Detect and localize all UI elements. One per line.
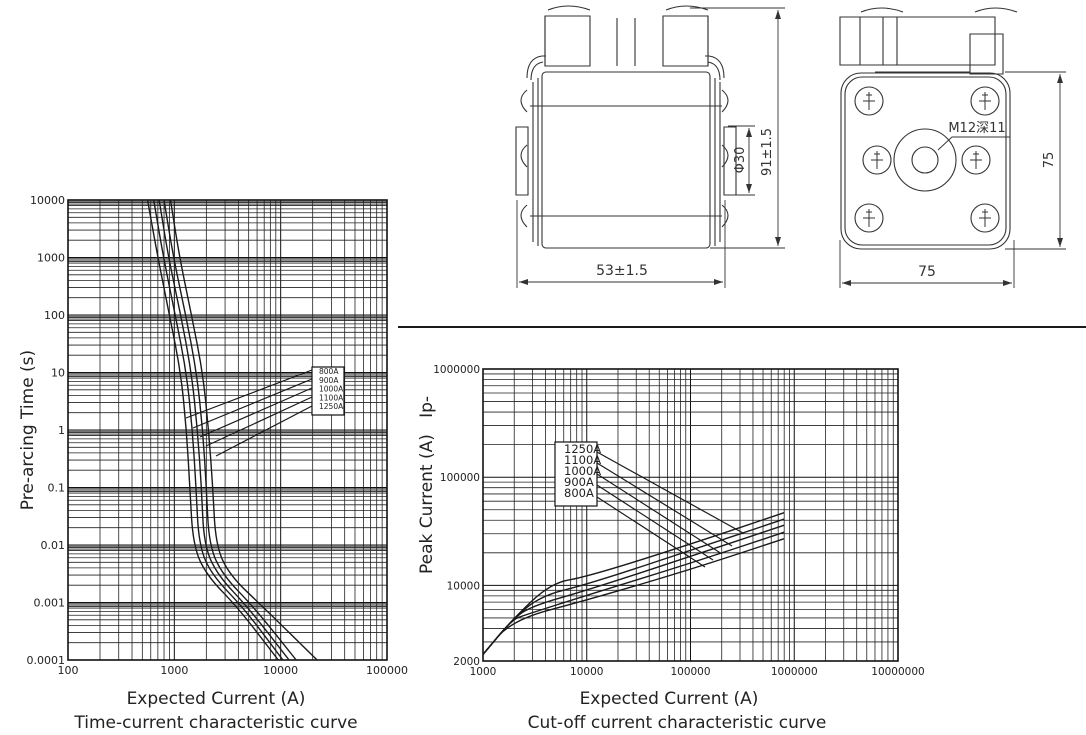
front-width-dimension: 75 — [918, 264, 936, 280]
side-view-drawing — [515, 5, 785, 288]
plot-frame — [482, 368, 899, 662]
legend-box — [311, 366, 345, 416]
x-tick-label: 10000000 — [871, 666, 924, 678]
y-tick-label: 1000000 — [433, 364, 480, 376]
y-tick-label: 100000 — [440, 472, 480, 484]
front-view-drawing — [839, 7, 1066, 288]
legend-leader-800A — [596, 496, 706, 568]
y-tick-label: 0.01 — [41, 539, 66, 552]
x-tick-label: 1000000 — [771, 666, 818, 678]
time-current-series — [146, 199, 318, 661]
cutoff-current-xlabel: Expected Current (A) — [580, 689, 759, 709]
y-tick-label: 10000 — [30, 194, 65, 207]
legend-leader-1250A — [596, 451, 744, 534]
legend-leader-800A — [185, 369, 313, 419]
legend-entry-1000A: 1000A — [564, 464, 601, 478]
time-current-grid — [67, 199, 388, 661]
x-tick-label: 100 — [58, 664, 79, 677]
thread-label: M12深11 — [948, 121, 1005, 136]
series-line-1250A — [482, 512, 785, 655]
time-current-title: Time-current characteristic curve — [73, 713, 357, 733]
plot-frame — [67, 199, 388, 661]
series-line-1000A — [482, 524, 785, 655]
x-tick-label: 100000 — [670, 666, 710, 678]
front-height-dimension: 75 — [1042, 152, 1057, 169]
y-tick-label: 0.0001 — [27, 654, 66, 667]
x-tick-label: 10000 — [570, 666, 603, 678]
series-line-800A — [482, 538, 785, 655]
series-line-1000A — [158, 199, 290, 661]
time-current-ylabel: Pre-arcing Time (s) — [18, 350, 38, 510]
legend-leader-1000A — [596, 473, 723, 555]
y-tick-label: 1 — [58, 424, 65, 437]
legend-leader-1250A — [215, 405, 313, 457]
x-tick-label: 100000 — [366, 664, 408, 677]
legend-entry-1100A: 1100A — [564, 453, 601, 467]
legend-leader-900A — [596, 484, 714, 561]
legend-leader-1100A — [205, 396, 313, 447]
time-current-xlabel: Expected Current (A) — [127, 689, 306, 709]
legend-entry-1100A: 1100A — [319, 393, 344, 402]
y-tick-label: 0.1 — [48, 482, 66, 495]
side-width-dimension: 53±1.5 — [596, 263, 648, 279]
x-tick-label: 1000 — [470, 666, 497, 678]
cutoff-current-grid — [482, 368, 899, 662]
legend-entry-1000A: 1000A — [319, 385, 344, 394]
legend-entry-1250A: 1250A — [319, 402, 344, 411]
y-tick-label: 2000 — [453, 656, 480, 668]
legend-entry-800A: 800A — [564, 486, 594, 500]
series-line-800A — [146, 199, 279, 661]
legend-leader-1100A — [596, 462, 733, 547]
legend-leader-900A — [192, 378, 313, 429]
legend-leader-1000A — [199, 387, 313, 438]
y-tick-label: 0.001 — [34, 597, 66, 610]
x-tick-label: 10000 — [263, 664, 298, 677]
time-current-tick-labels: 100 1000 10000 100000 0.0001 0.001 0.01 0.1 1 10 1… — [27, 194, 409, 677]
diameter-dimension: Φ30 — [733, 147, 748, 174]
legend-entry-900A: 900A — [564, 475, 594, 489]
cutoff-current-series — [482, 512, 785, 655]
y-tick-label: 1000 — [37, 252, 65, 265]
legend-entry-900A: 900A — [319, 376, 339, 385]
y-tick-label: 100 — [44, 309, 65, 322]
series-line-900A — [482, 531, 785, 655]
legend-entry-1250A: 1250A — [564, 442, 601, 456]
cutoff-current-tick-labels: 1000 10000 100000 1000000 10000000 2000 10000 1… — [433, 364, 924, 678]
side-height-dimension: 91±1.5 — [760, 128, 775, 176]
legend-entry-800A: 800A — [319, 367, 339, 376]
x-tick-label: 1000 — [160, 664, 188, 677]
series-line-1100A — [163, 199, 297, 661]
series-line-900A — [153, 199, 284, 661]
y-tick-label: 10000 — [447, 580, 480, 592]
cutoff-current-title: Cut-off current characteristic curve — [528, 713, 827, 733]
cutoff-current-ylabel: Peak Current (A) Ip- — [417, 396, 437, 574]
y-tick-label: 10 — [51, 367, 65, 380]
